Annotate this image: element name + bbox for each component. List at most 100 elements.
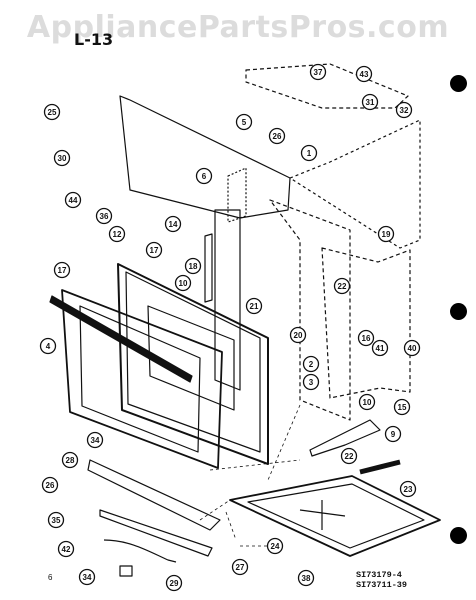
callout-41-23: 41 xyxy=(371,339,389,357)
callout-20-21: 20 xyxy=(289,326,307,344)
leader-lines xyxy=(199,404,301,547)
callout-24-38: 24 xyxy=(266,537,284,555)
element-housing xyxy=(321,247,411,399)
callout-43-1: 43 xyxy=(355,65,373,83)
diagram-code: L-13 xyxy=(74,30,114,49)
callout-5-5: 5 xyxy=(235,113,253,131)
door-glass-inner xyxy=(79,305,201,453)
callout-28-32: 28 xyxy=(61,451,79,469)
callout-10-28: 10 xyxy=(358,393,376,411)
callout-12-13: 12 xyxy=(108,225,126,243)
callout-number: 34 xyxy=(91,436,100,445)
callout-4-25: 4 xyxy=(39,337,57,355)
callout-number: 4 xyxy=(46,342,51,351)
connector xyxy=(119,565,133,577)
callout-23-35: 23 xyxy=(399,480,417,498)
callout-number: 23 xyxy=(404,485,413,494)
callout-number: 2 xyxy=(309,360,314,369)
callout-15-29: 15 xyxy=(393,398,411,416)
callout-number: 26 xyxy=(273,132,282,141)
callout-number: 21 xyxy=(250,302,259,311)
callout-number: 12 xyxy=(113,230,122,239)
callout-34-40: 34 xyxy=(78,568,96,586)
window-pane xyxy=(147,305,235,411)
callout-number: 40 xyxy=(408,344,417,353)
callout-number: 19 xyxy=(382,230,391,239)
side-strip xyxy=(204,233,213,303)
callout-number: 20 xyxy=(294,331,303,340)
callout-2-26: 2 xyxy=(302,355,320,373)
callout-9-30: 9 xyxy=(384,425,402,443)
door-glass xyxy=(61,289,223,469)
page-mark: 6 xyxy=(48,573,53,582)
callout-number: 43 xyxy=(360,70,369,79)
callout-number: 27 xyxy=(236,563,245,572)
right-housing xyxy=(289,119,421,249)
callout-number: 5 xyxy=(242,118,247,127)
callout-number: 41 xyxy=(376,344,385,353)
callout-number: 26 xyxy=(46,481,55,490)
binder-hole-top xyxy=(450,75,467,92)
callout-6-9: 6 xyxy=(195,167,213,185)
callout-40-24: 40 xyxy=(403,339,421,357)
callout-number: 36 xyxy=(100,212,109,221)
door-handle xyxy=(49,295,193,383)
callout-number: 44 xyxy=(69,196,78,205)
wire-harness xyxy=(103,539,177,563)
callout-44-10: 44 xyxy=(64,191,82,209)
callout-number: 16 xyxy=(362,334,371,343)
callout-number: 24 xyxy=(271,542,280,551)
heating-rod xyxy=(359,459,401,475)
callout-34-31: 34 xyxy=(86,431,104,449)
callout-number: 1 xyxy=(307,149,312,158)
back-panel xyxy=(119,95,291,219)
broiler-pan xyxy=(229,475,441,557)
watermark: AppliancePartsPros.com xyxy=(26,10,450,45)
callout-number: 3 xyxy=(309,378,314,387)
callout-17-15: 17 xyxy=(145,241,163,259)
door-frame xyxy=(117,263,269,465)
top-panel xyxy=(245,63,409,109)
callout-number: 42 xyxy=(62,545,71,554)
callout-35-36: 35 xyxy=(47,511,65,529)
callout-number: 10 xyxy=(179,279,188,288)
callout-number: 37 xyxy=(314,68,323,77)
callout-number: 34 xyxy=(83,573,92,582)
callout-37-0: 37 xyxy=(309,63,327,81)
callout-number: 10 xyxy=(363,398,372,407)
broiler-pan-inner xyxy=(247,483,425,549)
callout-25-4: 25 xyxy=(43,103,61,121)
callout-16-22: 16 xyxy=(357,329,375,347)
callout-21-20: 21 xyxy=(245,297,263,315)
callout-31-2: 31 xyxy=(361,93,379,111)
callout-27-39: 27 xyxy=(231,558,249,576)
callout-36-11: 36 xyxy=(95,207,113,225)
callout-number: 38 xyxy=(302,574,311,583)
callout-42-37: 42 xyxy=(57,540,75,558)
callout-number: 29 xyxy=(170,579,179,588)
rail-2 xyxy=(99,509,213,557)
callout-3-27: 3 xyxy=(302,373,320,391)
binder-hole-middle xyxy=(450,303,467,320)
cavity-frame xyxy=(269,199,351,421)
callout-number: 30 xyxy=(58,154,67,163)
callout-26-6: 26 xyxy=(268,127,286,145)
callout-29-41: 29 xyxy=(165,574,183,592)
control-bracket xyxy=(227,167,247,223)
callout-32-3: 32 xyxy=(395,101,413,119)
callout-number: 35 xyxy=(52,516,61,525)
binder-hole-bottom xyxy=(450,527,467,544)
callout-17-17: 17 xyxy=(53,261,71,279)
callout-number: 14 xyxy=(169,220,178,229)
callout-10-18: 10 xyxy=(174,274,192,292)
ref-code-1: SI73179-4 xyxy=(356,570,402,580)
callout-number: 31 xyxy=(366,98,375,107)
callout-number: 32 xyxy=(400,106,409,115)
callout-38-42: 38 xyxy=(297,569,315,587)
callout-number: 25 xyxy=(48,108,57,117)
callout-number: 28 xyxy=(66,456,75,465)
callout-26-34: 26 xyxy=(41,476,59,494)
callout-22-33: 22 xyxy=(340,447,358,465)
